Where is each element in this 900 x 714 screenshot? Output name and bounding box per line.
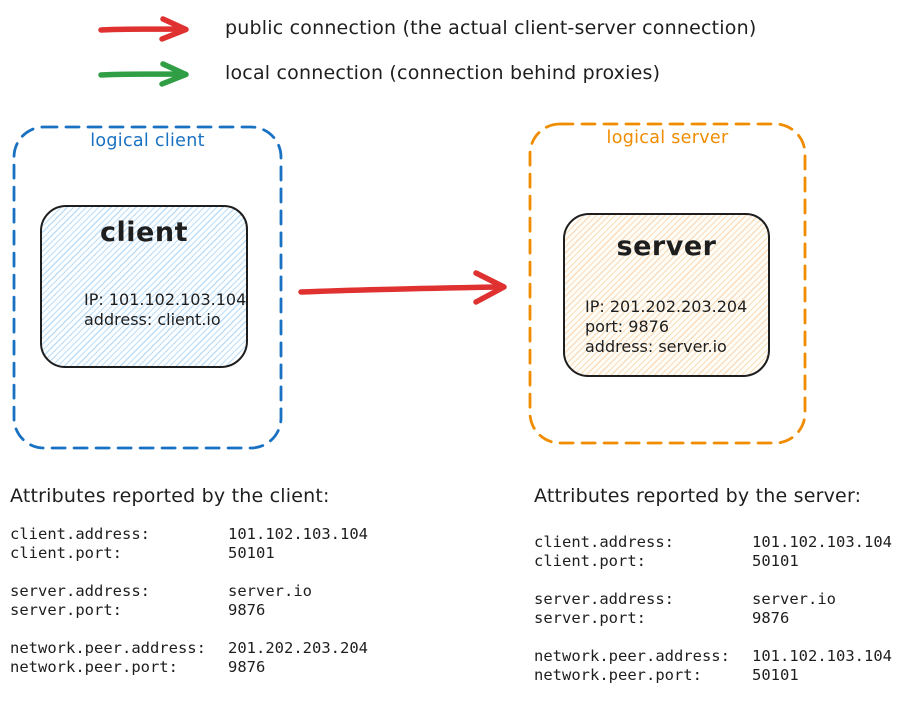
- client-ip-line: IP: 101.102.103.104: [84, 290, 247, 309]
- attr-value: 101.102.103.104: [752, 533, 892, 551]
- attr-row: network.peer.address: 101.102.103.104: [534, 647, 900, 666]
- server-attributes-rows: client.address: 101.102.103.104 client.p…: [534, 533, 900, 685]
- attr-value: 9876: [228, 601, 266, 619]
- local-connection-arrow-icon: [98, 61, 189, 87]
- logical-server-border: [528, 122, 807, 445]
- attr-key: client.address:: [10, 525, 150, 543]
- attr-row: server.port: 9876: [10, 601, 410, 620]
- client-node-title: client: [100, 217, 188, 248]
- server-address-line: address: server.io: [585, 337, 727, 356]
- server-node-info: IP: 201.202.203.204 port: 9876 address: …: [585, 297, 747, 357]
- attr-key: network.peer.address:: [10, 639, 206, 657]
- attr-value: 50101: [752, 666, 799, 684]
- public-connection-arrow-icon: [98, 16, 189, 42]
- legend-label-local-connection: local connection (connection behind prox…: [225, 62, 661, 84]
- attr-value: 201.202.203.204: [228, 639, 368, 657]
- attr-row: network.peer.port: 50101: [534, 666, 900, 685]
- attr-key: server.address:: [534, 590, 674, 608]
- client-node-info: IP: 101.102.103.104 address: client.io: [84, 290, 246, 330]
- attr-row: client.address: 101.102.103.104: [534, 533, 900, 552]
- logical-client-label: logical client: [90, 131, 205, 151]
- attr-row: server.address: server.io: [534, 590, 900, 609]
- logical-client-border: [12, 125, 283, 450]
- client-attributes-rows: client.address: 101.102.103.104 client.p…: [10, 525, 410, 677]
- attr-value: 50101: [228, 544, 275, 562]
- attr-key: network.peer.address:: [534, 647, 730, 665]
- attr-key: server.port:: [534, 609, 646, 627]
- attr-key: server.address:: [10, 582, 150, 600]
- attr-row: client.address: 101.102.103.104: [10, 525, 410, 544]
- attr-row: server.port: 9876: [534, 609, 900, 628]
- client-attributes-title: Attributes reported by the client:: [10, 485, 330, 507]
- server-port-line: port: 9876: [585, 317, 669, 336]
- attr-value: server.io: [752, 590, 836, 608]
- attr-value: 50101: [752, 552, 799, 570]
- client-address-line: address: client.io: [84, 310, 221, 329]
- attr-value: 101.102.103.104: [228, 525, 368, 543]
- attr-value: 101.102.103.104: [752, 647, 892, 665]
- attr-value: 9876: [752, 609, 790, 627]
- attr-key: client.port:: [534, 552, 646, 570]
- logical-server-label: logical server: [606, 128, 729, 148]
- server-ip-line: IP: 201.202.203.204: [585, 297, 748, 316]
- server-node-title: server: [616, 231, 717, 262]
- attr-key: server.port:: [10, 601, 122, 619]
- attr-value: 9876: [228, 658, 266, 676]
- server-attributes-title: Attributes reported by the server:: [534, 485, 862, 507]
- attr-row: server.address: server.io: [10, 582, 410, 601]
- logical-client-group: logical client client IP: 101.102.103.10…: [12, 125, 283, 450]
- attr-value: server.io: [228, 582, 312, 600]
- server-attributes-block: Attributes reported by the server: clien…: [534, 485, 900, 685]
- attr-row: network.peer.port: 9876: [10, 658, 410, 677]
- attr-key: network.peer.port:: [534, 666, 702, 684]
- attr-key: client.port:: [10, 544, 122, 562]
- attr-row: client.port: 50101: [10, 544, 410, 563]
- attr-key: network.peer.port:: [10, 658, 178, 676]
- client-node: client IP: 101.102.103.104 address: clie…: [40, 205, 248, 368]
- logical-server-group: logical server server IP: 201.202.203.20…: [528, 122, 807, 445]
- client-to-server-arrow-icon: [298, 270, 507, 305]
- attr-row: client.port: 50101: [534, 552, 900, 571]
- attr-row: network.peer.address: 201.202.203.204: [10, 639, 410, 658]
- server-node: server IP: 201.202.203.204 port: 9876 ad…: [563, 213, 770, 377]
- attr-key: client.address:: [534, 533, 674, 551]
- client-attributes-block: Attributes reported by the client: clien…: [10, 485, 410, 677]
- legend-label-public-connection: public connection (the actual client-ser…: [225, 17, 757, 39]
